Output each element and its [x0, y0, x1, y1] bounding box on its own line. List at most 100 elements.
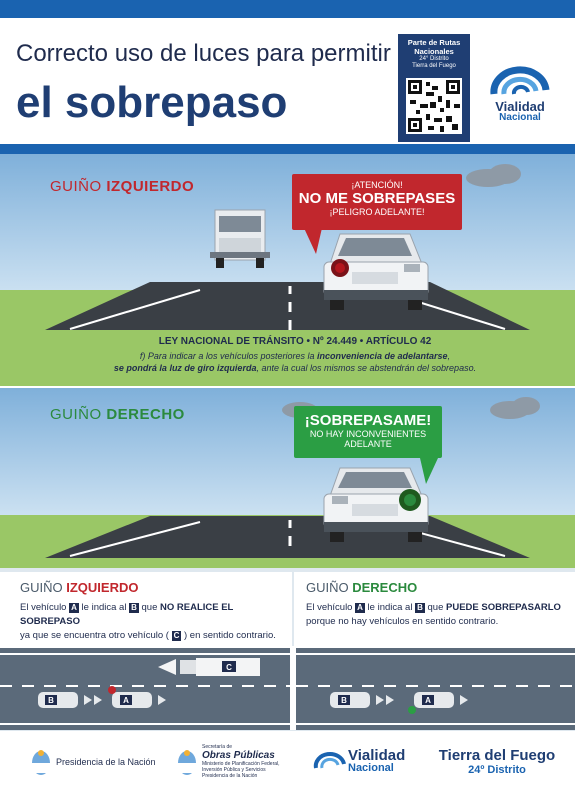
bubble-bottom: ¡PELIGRO ADELANTE!: [329, 207, 425, 217]
car-a-left-icon: [108, 686, 166, 708]
vialidad-footer-text: Vialidad Nacional: [348, 748, 422, 774]
panel-right-title: GUIÑO DERECHO: [306, 580, 568, 595]
truck-icon: [210, 209, 270, 268]
title-emph: IZQUIERDO: [66, 580, 139, 595]
text: le indica al: [78, 602, 130, 613]
obras-line4: Presidencia de la Nación: [202, 773, 258, 779]
vehicle-b-tag: B: [129, 603, 139, 613]
vialidad-logo-icon: [313, 752, 346, 769]
emphasis: PUEDE SOBREPASARLO: [446, 602, 561, 613]
car-rear-icon: [323, 233, 429, 310]
truck-c-icon: [158, 658, 260, 676]
text: porque no hay vehículos en sentido contr…: [306, 616, 499, 627]
footer: [0, 730, 575, 800]
vehicle-b-tag: B: [415, 603, 425, 613]
emphasis: NO REALICE EL SOBREPASO: [20, 602, 234, 627]
label-emph: IZQUIERDO: [106, 178, 195, 195]
obras-line2: Ministerio de Planificación Federal,: [202, 761, 280, 767]
car-a-label-right: A: [425, 696, 431, 705]
panel-right: GUIÑO DERECHO El vehículo A le indica al…: [306, 580, 568, 629]
diagram-road-right: [296, 648, 575, 730]
arrow-left-icon: [158, 659, 176, 675]
law-2b: , ante la cual los mismos se abstendrán …: [256, 363, 477, 373]
law-1a: f) Para indicar a los vehículos posterio…: [139, 351, 317, 361]
law-text-2: se pondrá la luz de giro izquierda, ante…: [60, 362, 530, 374]
panel-left: GUIÑO IZQUIERDO El vehículo A le indica …: [20, 580, 288, 643]
bubble-tail: [304, 228, 322, 254]
road: [45, 282, 530, 330]
qr-caption-2: Nacionales: [414, 47, 454, 56]
panel-divider: [292, 572, 294, 646]
law-heading: LEY NACIONAL DE TRÁNSITO • Nº 24.449 • A…: [158, 336, 432, 347]
tdf-district: 24º Distrito: [468, 764, 526, 776]
presidencia-text: Presidencia de la Nación: [56, 757, 156, 767]
argentina-shield-icon: [178, 750, 196, 775]
text: El vehículo: [306, 602, 356, 613]
label-right-blink: GUIÑO DERECHO: [50, 406, 185, 423]
logo-word-1: Vialidad: [495, 99, 545, 114]
bubble-tail: [420, 458, 438, 484]
bubble-main: NO ME SOBREPASES: [298, 190, 456, 207]
road: [45, 516, 530, 558]
qr-caption-1: Parte de Rutas: [407, 38, 461, 47]
warning-bubble: ¡ATENCIÓN! NO ME SOBREPASES ¡PELIGRO ADE…: [292, 174, 462, 230]
car-b-label-right: B: [341, 696, 347, 705]
explanation-panels: [0, 568, 575, 646]
nacional-word: Nacional: [348, 762, 394, 774]
scene-left-illustration: [45, 164, 530, 330]
bubble-line-2: NO HAY INCONVENIENTES: [309, 429, 427, 439]
scene-right-illustration: [45, 397, 540, 558]
car-a-label: A: [123, 696, 129, 705]
diagram-illustration: C B A B A: [0, 653, 575, 725]
page-subtitle: Correcto uso de luces para permitir: [16, 40, 391, 67]
label-left-blink: GUIÑO IZQUIERDO: [50, 178, 194, 195]
label-emph: DERECHO: [106, 406, 185, 423]
vehicle-c-tag: C: [171, 631, 182, 641]
text: le indica al: [364, 602, 416, 613]
qr-code-icon[interactable]: [406, 78, 462, 134]
text: ) en sentido contrario.: [181, 630, 276, 641]
car-b-right-icon: [330, 692, 394, 708]
obras-line3: Inversión Pública y Servicios: [202, 767, 266, 773]
panel-left-title: GUIÑO IZQUIERDO: [20, 580, 288, 595]
text: que: [138, 602, 160, 613]
qr-caption-3: 24° Distrito: [419, 56, 449, 62]
vehicle-a-tag: A: [69, 603, 79, 613]
obras-title: Obras Públicas: [202, 750, 275, 761]
car-b-label: B: [48, 696, 54, 705]
label-prefix: GUIÑO: [50, 178, 107, 195]
qr-caption-4: Tierra del Fuego: [412, 63, 456, 69]
text: El vehículo: [20, 602, 70, 613]
logo-word-2: Nacional: [499, 112, 541, 123]
page-title: el sobrepaso: [16, 78, 288, 127]
law-text-1: f) Para indicar a los vehículos posterio…: [60, 350, 530, 362]
car-rear-icon: [323, 467, 429, 542]
header-divider: [0, 144, 575, 154]
top-color-bar: [0, 0, 575, 18]
obras-publicas-logo: Secretaría de Obras Públicas Ministerio …: [202, 744, 312, 779]
title-emph: DERECHO: [352, 580, 418, 595]
text: ya que se encuentra otro vehículo (: [20, 630, 172, 641]
bubble-main: ¡SOBREPASAME!: [304, 412, 432, 429]
car-c-label: C: [226, 663, 232, 672]
panel-right-text: El vehículo A le indica al B que PUEDE S…: [306, 601, 568, 629]
bubble-top: ¡ATENCIÓN!: [351, 180, 403, 190]
panel-left-text: El vehículo A le indica al B que NO REAL…: [20, 601, 288, 643]
tdf-logo: Tierra del Fuego 24º Distrito: [432, 747, 562, 777]
vialidad-logo-icon: [490, 66, 550, 95]
car-b-left-icon: [38, 692, 102, 708]
title-prefix: GUIÑO: [306, 580, 353, 595]
argentina-shield-icon: [32, 750, 50, 775]
label-prefix: GUIÑO: [50, 406, 107, 423]
vehicle-a-tag: A: [355, 603, 365, 613]
title-prefix: GUIÑO: [20, 580, 67, 595]
law-block: LEY NACIONAL DE TRÁNSITO • Nº 24.449 • A…: [60, 336, 530, 374]
vialidad-word: Vialidad: [348, 747, 406, 764]
text: que: [424, 602, 446, 613]
bubble-line-3: ADELANTE: [344, 439, 392, 449]
law-1b: inconveniencia de adelantarse: [317, 351, 448, 361]
vialidad-logo-text: Vialidad Nacional: [478, 100, 562, 123]
obras-small: Secretaría de: [202, 744, 233, 750]
law-1c: ,: [447, 351, 451, 361]
tdf-name: Tierra del Fuego: [438, 747, 556, 764]
